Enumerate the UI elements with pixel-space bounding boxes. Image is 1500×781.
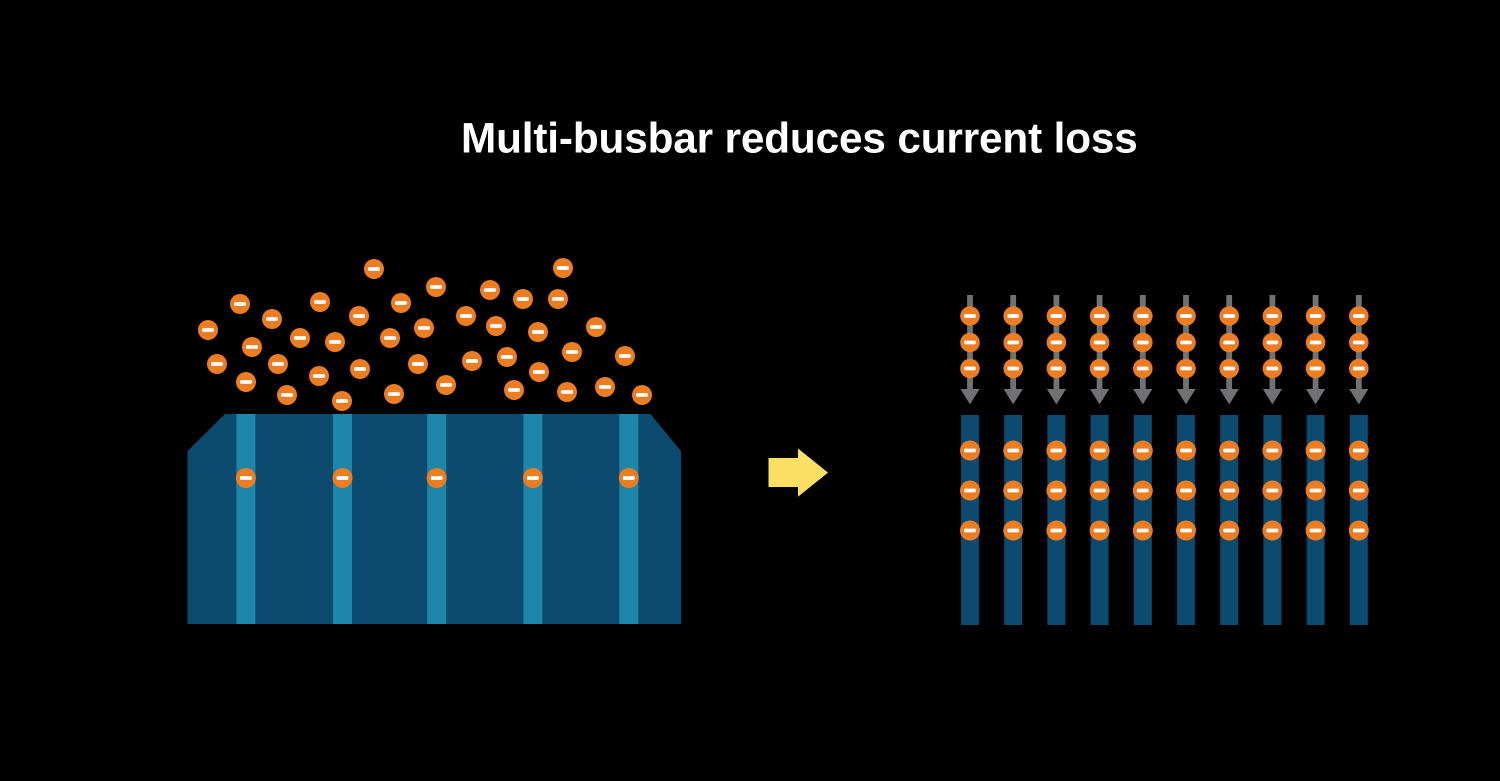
svg-text:Multi-busbar reduces current l: Multi-busbar reduces current loss [461,115,1138,162]
